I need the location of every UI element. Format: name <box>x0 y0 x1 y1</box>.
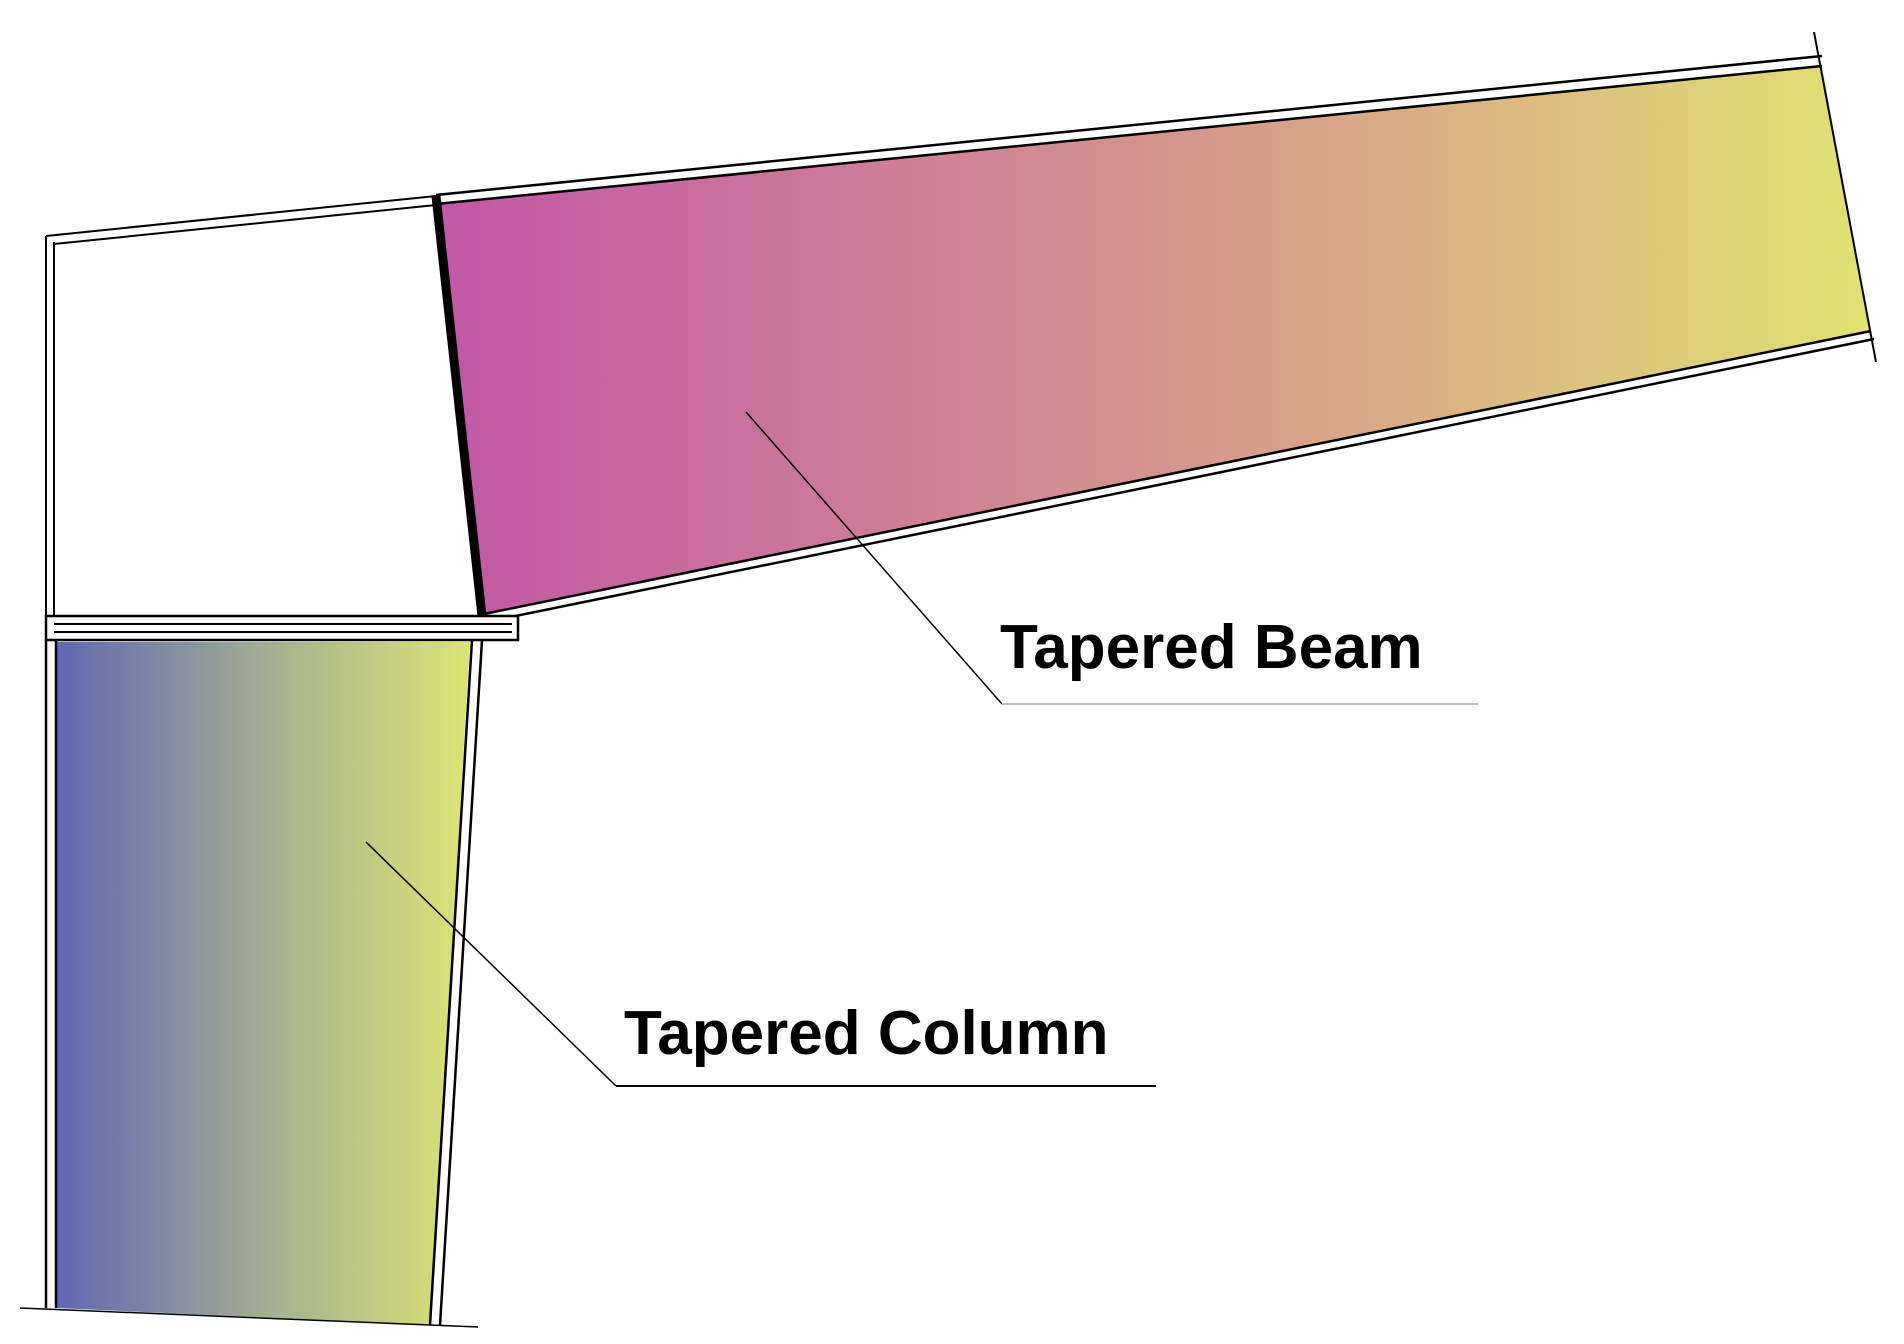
beam-callout: Tapered Beam <box>745 411 1478 705</box>
haunch-panel <box>45 195 482 616</box>
tapered-beam <box>431 31 1877 624</box>
beam-leader-line <box>745 411 1003 705</box>
beam-top-flange <box>435 54 1823 197</box>
cap-plate <box>44 614 520 642</box>
column-web <box>56 642 470 1325</box>
column-label: Tapered Column <box>624 999 1109 1068</box>
beam-label: Tapered Beam <box>1000 613 1423 682</box>
column-callout: Tapered Column <box>365 841 1156 1087</box>
beam-break-line <box>1813 31 1877 363</box>
beam-bottom-flange <box>483 329 1872 616</box>
tapered-column <box>19 639 484 1328</box>
column-right-flange <box>428 639 474 1326</box>
beam-web <box>440 66 1871 614</box>
column-base-line <box>19 1307 431 1326</box>
beam-end-plate <box>431 195 487 617</box>
column-leader-line <box>365 841 617 1087</box>
